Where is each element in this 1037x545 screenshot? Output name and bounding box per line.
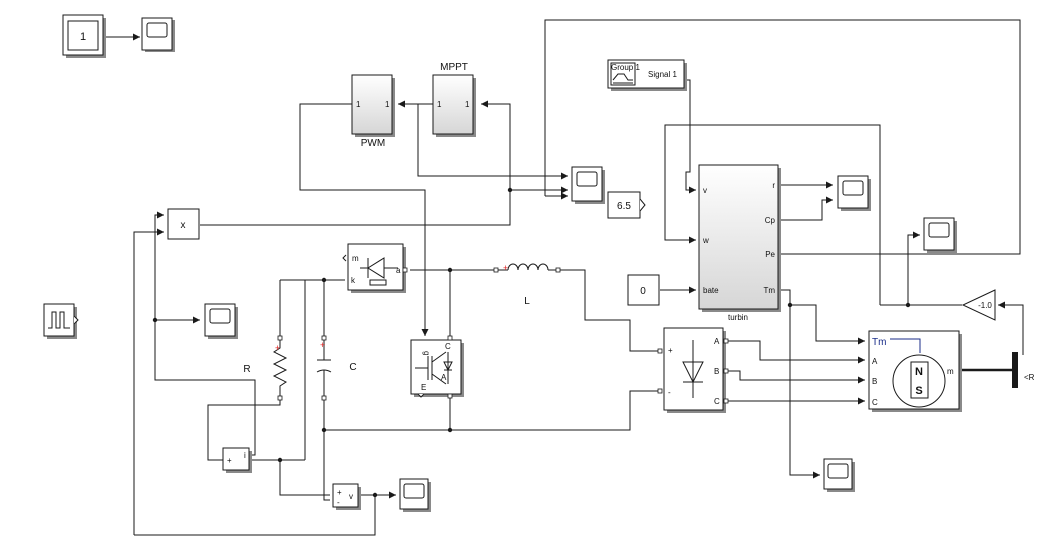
product-block[interactable]: x xyxy=(167,208,200,240)
constant-zero-value: 0 xyxy=(640,286,646,297)
capacitor-label: C xyxy=(349,362,356,373)
rectifier-minus: - xyxy=(668,388,671,397)
product-symbol: x xyxy=(181,220,186,231)
pwm-label: PWM xyxy=(361,138,385,149)
svg-text:+: + xyxy=(503,263,508,273)
pwm-in-port: 1 xyxy=(356,100,361,109)
constant-one-block[interactable]: 1 xyxy=(62,14,106,58)
bus-selector-label: <R xyxy=(1024,373,1035,382)
junction-dots xyxy=(152,187,911,498)
machine-north: N xyxy=(915,366,923,378)
turbine-label: turbin xyxy=(728,313,748,322)
mppt-label: MPPT xyxy=(440,62,468,73)
pulse-generator-block[interactable] xyxy=(43,303,79,339)
scope-turbine-out[interactable] xyxy=(837,175,871,211)
machine-port-a: A xyxy=(872,357,878,366)
voltage-sensor-plus: + xyxy=(337,488,342,497)
machine-port-b: B xyxy=(872,377,877,386)
turbine-in-w: w xyxy=(702,236,709,245)
current-sensor-i: i xyxy=(244,451,246,460)
capacitor-element[interactable]: + C xyxy=(316,335,357,401)
constant-65-block[interactable]: 6.5 xyxy=(607,191,646,219)
voltage-sensor-minus: - xyxy=(337,498,340,507)
turbine-out-tm: Tm xyxy=(763,286,775,295)
machine-port-tm: Tm xyxy=(872,337,886,348)
diode-port-m: m xyxy=(352,254,359,263)
scope-tm[interactable] xyxy=(823,458,855,492)
signal-builder-block[interactable]: Group 1 Signal 1 xyxy=(607,59,687,91)
rectifier-port-a: A xyxy=(714,337,720,346)
signal-builder-group: Group 1 xyxy=(611,63,640,72)
pm-machine-block[interactable]: Tm A B C m N S xyxy=(868,330,962,412)
rectifier-port-b: B xyxy=(714,367,719,376)
turbine-out-r: r xyxy=(772,181,775,190)
scope-middle[interactable] xyxy=(571,166,605,204)
constant-zero-block[interactable]: 0 xyxy=(627,274,660,306)
machine-port-m: m xyxy=(947,367,954,376)
scope-top[interactable] xyxy=(141,17,175,52)
resistor-element[interactable]: + R xyxy=(243,335,288,401)
igbt-port-c: C xyxy=(445,342,451,351)
rectifier-plus: + xyxy=(668,346,673,355)
constant-65-value: 6.5 xyxy=(617,201,631,212)
turbine-in-v: v xyxy=(703,186,707,195)
scope-pe[interactable] xyxy=(923,217,957,253)
resistor-label: R xyxy=(243,364,250,375)
turbine-block[interactable]: v w bate r Cp Pe Tm turbin xyxy=(698,164,781,322)
turbine-in-bate: bate xyxy=(703,286,719,295)
turbine-out-pe: Pe xyxy=(765,250,775,259)
rectifier-port-c: C xyxy=(714,397,720,406)
turbine-out-cp: Cp xyxy=(765,216,776,225)
gain-value: -1.0 xyxy=(978,301,992,310)
igbt-port-g: g xyxy=(422,351,431,355)
machine-south: S xyxy=(915,385,922,397)
signal-wires xyxy=(104,19,1024,536)
diode-block[interactable]: m k a xyxy=(342,243,408,293)
scope-current[interactable] xyxy=(204,303,238,339)
svg-text:+: + xyxy=(320,340,325,350)
gain-block[interactable]: -1.0 xyxy=(961,289,996,321)
igbt-block[interactable]: g C E A xyxy=(410,335,464,399)
svg-text:+: + xyxy=(275,343,280,353)
rectifier-block[interactable]: + - A B C xyxy=(657,327,729,413)
diode-port-k: k xyxy=(351,276,356,285)
scope-voltage[interactable] xyxy=(399,478,431,512)
pwm-out-port: 1 xyxy=(385,100,390,109)
machine-port-c: C xyxy=(872,398,878,407)
constant-one-value: 1 xyxy=(80,31,86,43)
inductor-element[interactable]: + L xyxy=(493,263,561,307)
mppt-out-port: 1 xyxy=(465,100,470,109)
current-sensor-plus: + xyxy=(227,456,232,465)
mppt-in-port: 1 xyxy=(437,100,442,109)
pwm-block[interactable]: 1 1 PWM xyxy=(351,74,395,149)
voltage-sensor-v: v xyxy=(349,492,353,501)
mppt-block[interactable]: MPPT 1 1 xyxy=(432,62,476,137)
current-measurement-block[interactable]: + i xyxy=(222,447,252,473)
igbt-port-e: E xyxy=(421,383,426,392)
diode-port-a: a xyxy=(396,266,401,275)
igbt-port-a: A xyxy=(441,373,447,382)
voltage-measurement-block[interactable]: + - v xyxy=(332,483,361,510)
bus-selector-block[interactable]: <R xyxy=(1012,352,1035,388)
inductor-label: L xyxy=(524,296,530,307)
signal-builder-signal: Signal 1 xyxy=(648,70,677,79)
